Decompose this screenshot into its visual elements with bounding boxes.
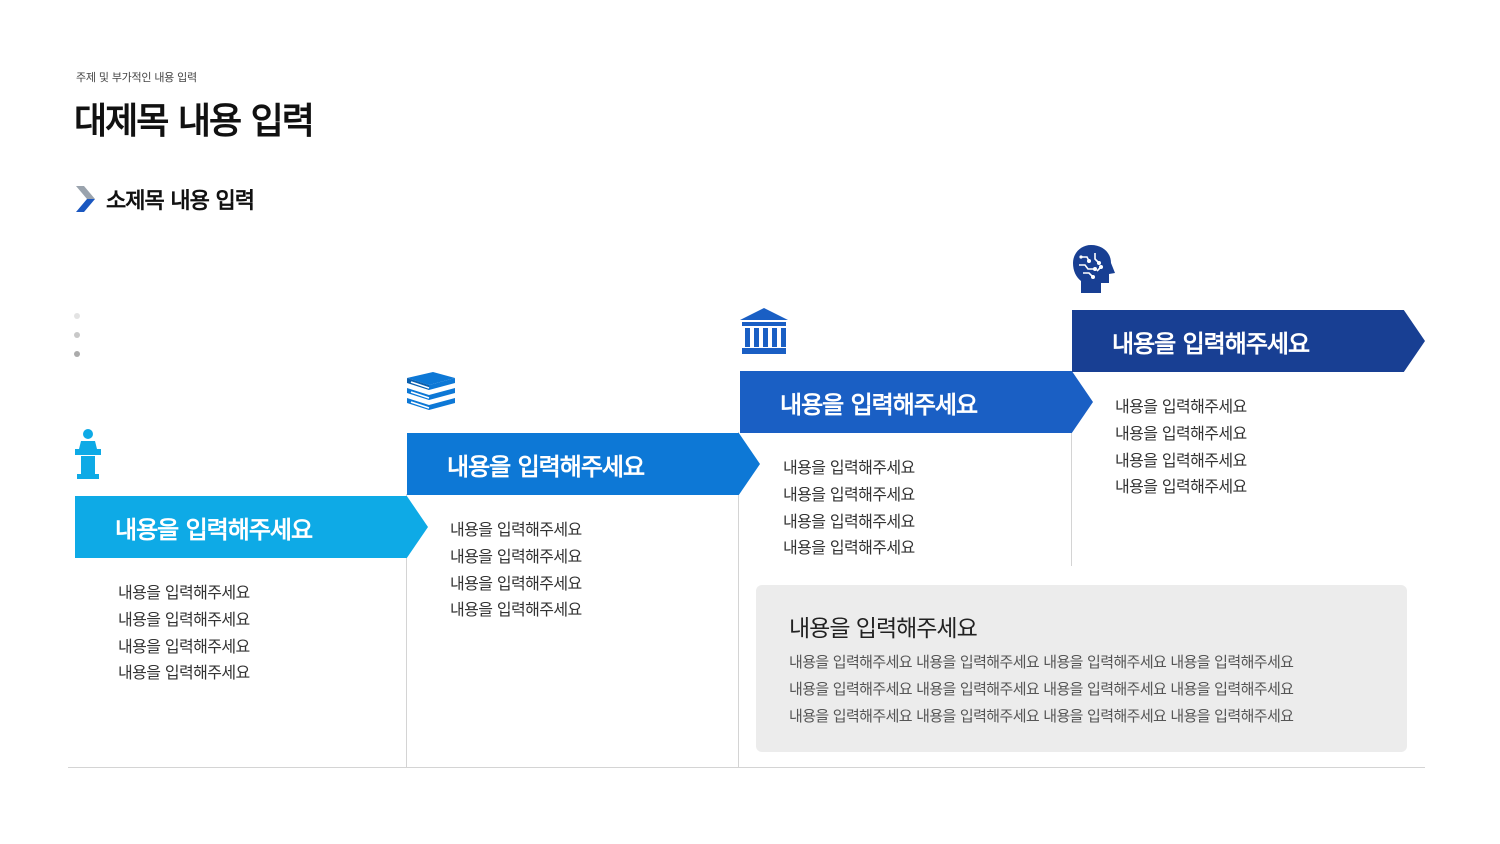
step-3-banner: 내용을 입력해주세요 <box>740 371 1093 433</box>
step-3-description: 내용을 입력해주세요 내용을 입력해주세요 내용을 입력해주세요 내용을 입력해… <box>783 455 915 562</box>
step-4-line: 내용을 입력해주세요 <box>1115 450 1247 470</box>
note-line: 내용을 입력해주세요 내용을 입력해주세요 내용을 입력해주세요 내용을 입력해… <box>789 707 1294 725</box>
step-3-heading: 내용을 입력해주세요 <box>780 390 978 419</box>
podium-speaker-icon <box>75 429 101 479</box>
step-1-banner: 내용을 입력해주세요 <box>75 496 428 558</box>
chevron-right-icon <box>76 186 95 212</box>
step-3-line: 내용을 입력해주세요 <box>783 458 915 477</box>
dot <box>74 332 80 338</box>
bank-building-icon <box>740 308 788 354</box>
step-3-line: 내용을 입력해주세요 <box>783 511 915 531</box>
step-3-line: 내용을 입력해주세요 <box>783 484 915 504</box>
summary-note-box: 내용을 입력해주세요 내용을 입력해주세요 내용을 입력해주세요 내용을 입력해… <box>756 585 1407 752</box>
note-body: 내용을 입력해주세요 내용을 입력해주세요 내용을 입력해주세요 내용을 입력해… <box>789 649 1294 730</box>
step-1-line: 내용을 입력해주세요 <box>118 583 250 602</box>
step-2-banner: 내용을 입력해주세요 <box>407 433 760 495</box>
step-2-description: 내용을 입력해주세요 내용을 입력해주세요 내용을 입력해주세요 내용을 입력해… <box>450 517 582 624</box>
note-line: 내용을 입력해주세요 내용을 입력해주세요 내용을 입력해주세요 내용을 입력해… <box>789 653 1294 671</box>
dot <box>74 351 80 357</box>
step-2-line: 내용을 입력해주세요 <box>450 600 582 620</box>
dot <box>74 313 80 319</box>
step-1-heading: 내용을 입력해주세요 <box>115 515 313 544</box>
note-title: 내용을 입력해주세요 <box>789 616 978 642</box>
step-2-line: 내용을 입력해주세요 <box>450 520 582 539</box>
step-2-heading: 내용을 입력해주세요 <box>447 452 645 481</box>
column-divider <box>738 432 739 767</box>
step-1-line: 내용을 입력해주세요 <box>118 636 250 656</box>
step-4-line: 내용을 입력해주세요 <box>1115 397 1247 416</box>
section-heading: 소제목 내용 입력 <box>76 184 255 214</box>
column-divider <box>1071 372 1072 566</box>
ai-head-brain-icon <box>1073 245 1115 293</box>
baseline-divider <box>68 767 1425 768</box>
decorative-dots <box>74 313 82 370</box>
step-4-line: 내용을 입력해주세요 <box>1115 423 1247 443</box>
section-label: 소제목 내용 입력 <box>106 189 255 214</box>
step-2-line: 내용을 입력해주세요 <box>450 573 582 593</box>
step-4-heading: 내용을 입력해주세요 <box>1112 329 1310 358</box>
step-1-line: 내용을 입력해주세요 <box>118 609 250 629</box>
step-1-description: 내용을 입력해주세요 내용을 입력해주세요 내용을 입력해주세요 내용을 입력해… <box>118 580 250 687</box>
step-1-line: 내용을 입력해주세요 <box>118 663 250 683</box>
note-line: 내용을 입력해주세요 내용을 입력해주세요 내용을 입력해주세요 내용을 입력해… <box>789 680 1294 698</box>
books-stack-icon <box>407 372 455 410</box>
page-subtitle: 주제 및 부가적인 내용 입력 <box>76 71 197 84</box>
step-4-banner: 내용을 입력해주세요 <box>1072 310 1425 372</box>
step-3-line: 내용을 입력해주세요 <box>783 538 915 558</box>
page-title: 대제목 내용 입력 <box>74 101 315 142</box>
column-divider <box>406 494 407 767</box>
step-4-line: 내용을 입력해주세요 <box>1115 477 1247 497</box>
step-4-description: 내용을 입력해주세요 내용을 입력해주세요 내용을 입력해주세요 내용을 입력해… <box>1115 394 1247 501</box>
step-2-line: 내용을 입력해주세요 <box>450 546 582 566</box>
